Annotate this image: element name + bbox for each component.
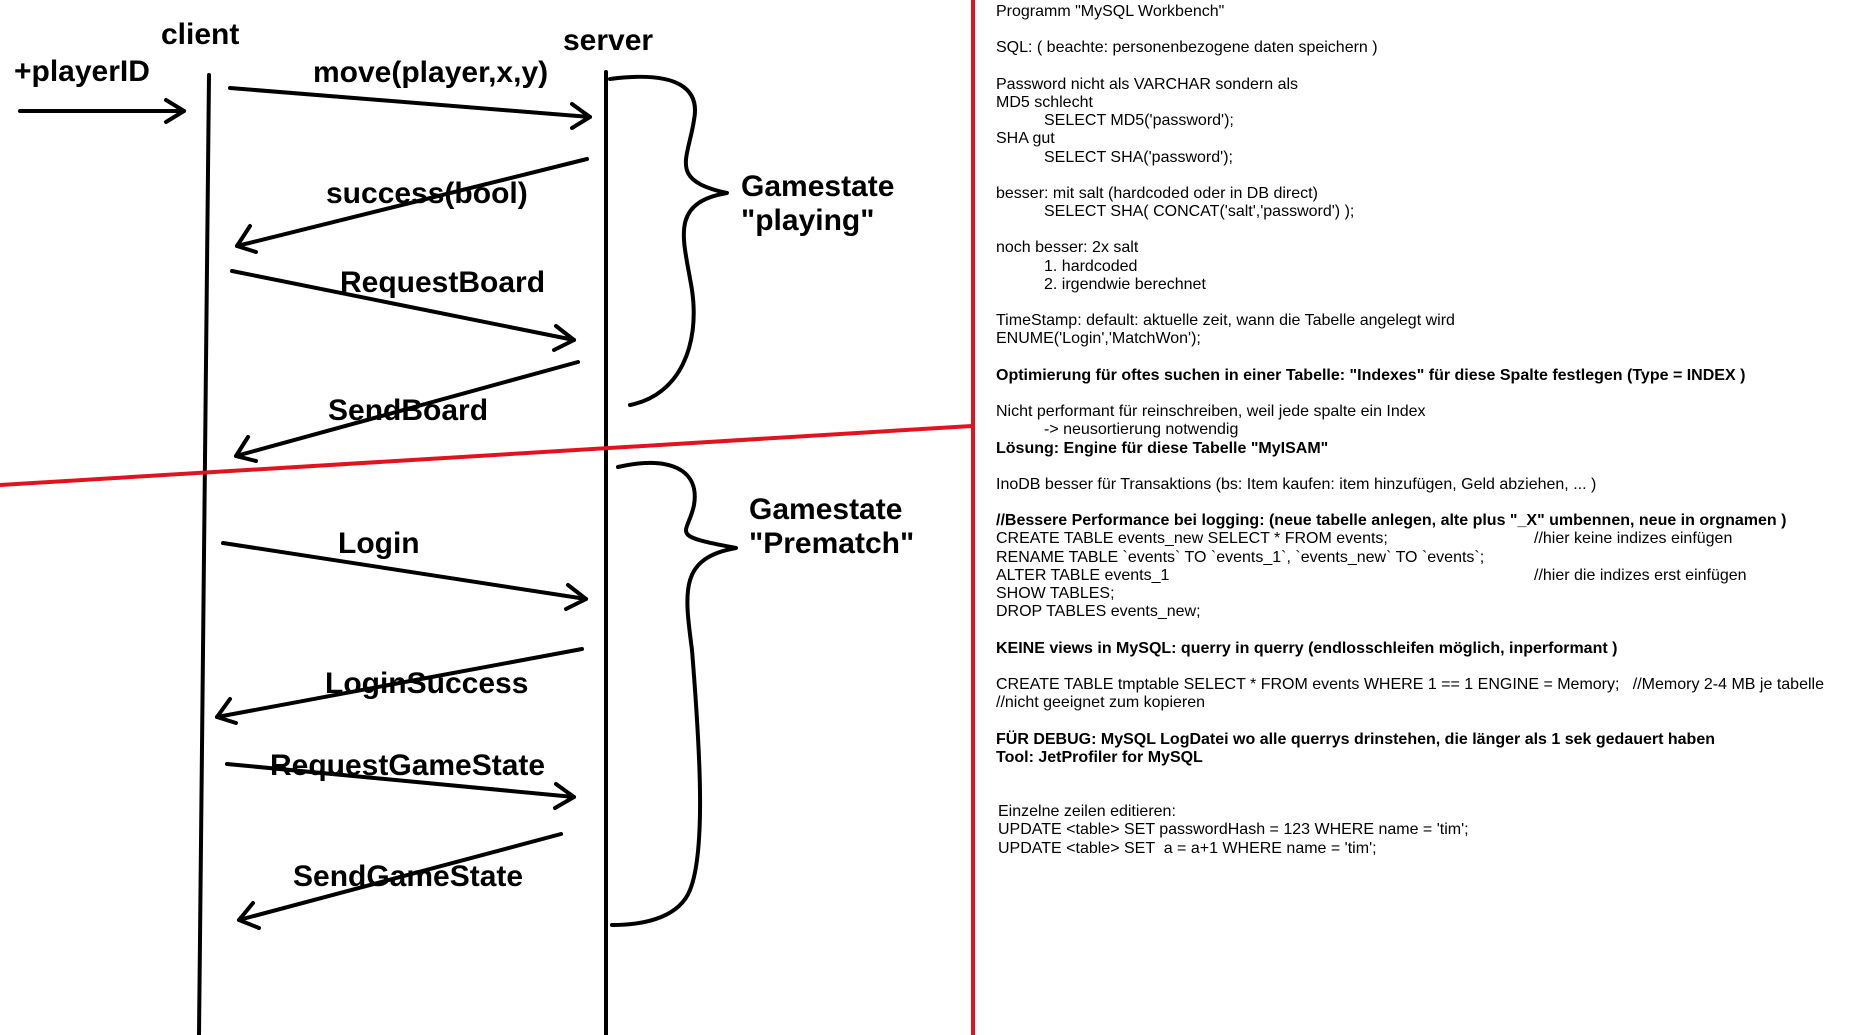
notes-line: Programm "MySQL Workbench" bbox=[996, 3, 1225, 20]
notes-line-bold: Tool: JetProfiler for MySQL bbox=[996, 748, 1203, 766]
notes-line: DROP TABLES events_new; bbox=[996, 603, 1201, 621]
message-request-game-state: RequestGameState bbox=[270, 749, 546, 782]
arrow-login bbox=[221, 541, 588, 611]
state-prematch-label: Gamestate "Prematch" bbox=[749, 493, 914, 561]
notes-line bbox=[996, 385, 1846, 403]
message-request-board: RequestBoard bbox=[340, 266, 546, 299]
notes-line: TimeStamp: default: aktuelle zeit, wann … bbox=[996, 312, 1455, 330]
client-label: client bbox=[161, 18, 240, 51]
notes-code: SELECT SHA('password'); bbox=[1044, 148, 1233, 166]
horizontal-divider bbox=[0, 424, 973, 487]
message-send-game-state: SendGameState bbox=[293, 860, 524, 893]
arrow-request-board bbox=[230, 269, 576, 352]
notes-item: 1. hardcoded bbox=[1044, 257, 1138, 275]
arrow-send-board bbox=[234, 360, 580, 463]
state-playing-line1: Gamestate bbox=[741, 170, 895, 203]
notes-line bbox=[996, 767, 1846, 785]
notes-line: InoDB besser für Transaktions (bs: Item … bbox=[996, 475, 1597, 493]
notes-code: SELECT MD5('password'); bbox=[1044, 112, 1234, 130]
player-id-label: +playerID bbox=[14, 55, 150, 88]
notes-line-bold: Optimierung für oftes suchen in einer Ta… bbox=[996, 366, 1746, 384]
notes-line-bold: Lösung: Engine für diese Tabelle "MyISAM… bbox=[996, 439, 1329, 457]
notes-line bbox=[996, 658, 1846, 676]
notes-line: ENUME('Login','MatchWon'); bbox=[996, 330, 1201, 348]
state-playing-label: Gamestate "playing" bbox=[741, 170, 894, 238]
notes-line bbox=[996, 167, 1846, 185]
notes-line bbox=[996, 21, 1846, 39]
client-lifeline bbox=[197, 73, 211, 1035]
notes-comment: //hier die indizes erst einfügen bbox=[1534, 566, 1747, 584]
state-playing-line2: "playing" bbox=[741, 204, 875, 237]
notes-item: -> neusortierung notwendig bbox=[1044, 421, 1239, 439]
arrow-move bbox=[228, 86, 592, 130]
notes-comment: //hier keine indizes einfügen bbox=[1534, 530, 1733, 548]
message-login: Login bbox=[338, 527, 420, 560]
notes-line: ALTER TABLE events_1 //hier die indizes e… bbox=[996, 567, 1846, 585]
notes-line: SELECT MD5('password'); bbox=[996, 112, 1846, 130]
arrow-login-success bbox=[215, 647, 584, 725]
server-label: server bbox=[563, 24, 654, 57]
notes-line: MD5 schlecht bbox=[996, 93, 1093, 111]
notes-line bbox=[996, 58, 1846, 76]
brace-playing bbox=[608, 74, 729, 407]
input-arrow bbox=[18, 98, 186, 124]
notes-line: Einzelne zeilen editieren: bbox=[998, 803, 1176, 821]
notes-line bbox=[996, 221, 1846, 239]
state-prematch-line1: Gamestate bbox=[749, 493, 903, 526]
notes-line: RENAME TABLE `events` TO `events_1`, `ev… bbox=[996, 548, 1485, 566]
notes-line: CREATE TABLE events_new SELECT * FROM ev… bbox=[996, 530, 1846, 548]
notes-line bbox=[996, 294, 1846, 312]
notes-line: CREATE TABLE tmptable SELECT * FROM even… bbox=[996, 675, 1824, 693]
notes-line bbox=[996, 712, 1846, 730]
notes-line: 2. irgendwie berechnet bbox=[996, 276, 1846, 294]
arrow-send-game-state bbox=[237, 832, 563, 930]
notes-line-bold: KEINE views in MySQL: querry in querry (… bbox=[996, 639, 1618, 657]
arrow-request-game-state bbox=[225, 762, 576, 810]
notes-line: SELECT SHA('password'); bbox=[996, 149, 1846, 167]
notes-line-bold: //Bessere Performance bei logging: (neue… bbox=[996, 512, 1787, 530]
message-success: success(bool) bbox=[326, 177, 528, 210]
notes-line bbox=[996, 621, 1846, 639]
notes-item: 2. irgendwie berechnet bbox=[1044, 275, 1206, 293]
notes-code: ALTER TABLE events_1 bbox=[996, 566, 1170, 584]
message-move: move(player,x,y) bbox=[313, 56, 549, 89]
notes-line: Password nicht als VARCHAR sondern als bbox=[996, 75, 1299, 93]
state-prematch-line2: "Prematch" bbox=[749, 527, 915, 560]
message-send-board: SendBoard bbox=[328, 394, 489, 427]
notes-line bbox=[996, 349, 1846, 367]
notes-line: UPDATE <table> SET passwordHash = 123 WH… bbox=[998, 821, 1469, 839]
notes-panel: Programm "MySQL Workbench" SQL: ( beacht… bbox=[996, 3, 1846, 858]
notes-line: SHOW TABLES; bbox=[996, 585, 1115, 602]
notes-line bbox=[996, 458, 1846, 476]
notes-line-bold: FÜR DEBUG: MySQL LogDatei wo alle querry… bbox=[996, 730, 1715, 748]
notes-line bbox=[996, 494, 1846, 512]
notes-code: SELECT SHA( CONCAT('salt','password') ); bbox=[1044, 203, 1355, 221]
arrow-success bbox=[235, 157, 589, 254]
notes-line: SELECT SHA( CONCAT('salt','password') ); bbox=[996, 203, 1846, 221]
notes-line bbox=[996, 785, 1846, 803]
notes-line: SHA gut bbox=[996, 130, 1055, 148]
notes-code: CREATE TABLE events_new SELECT * FROM ev… bbox=[996, 530, 1388, 548]
message-login-success: LoginSuccess bbox=[325, 667, 529, 700]
notes-line: UPDATE <table> SET a = a+1 WHERE name = … bbox=[998, 839, 1377, 857]
notes-line: -> neusortierung notwendig bbox=[996, 421, 1846, 439]
brace-prematch bbox=[610, 460, 738, 927]
notes-line: Nicht performant für reinschreiben, weil… bbox=[996, 403, 1426, 421]
notes-line: 1. hardcoded bbox=[996, 258, 1846, 276]
notes-line: besser: mit salt (hardcoded oder in DB d… bbox=[996, 184, 1318, 202]
notes-line: //nicht geeignet zum kopieren bbox=[996, 694, 1206, 712]
notes-line: noch besser: 2x salt bbox=[996, 239, 1139, 257]
notes-line: SQL: ( beachte: personenbezogene daten s… bbox=[996, 39, 1378, 57]
